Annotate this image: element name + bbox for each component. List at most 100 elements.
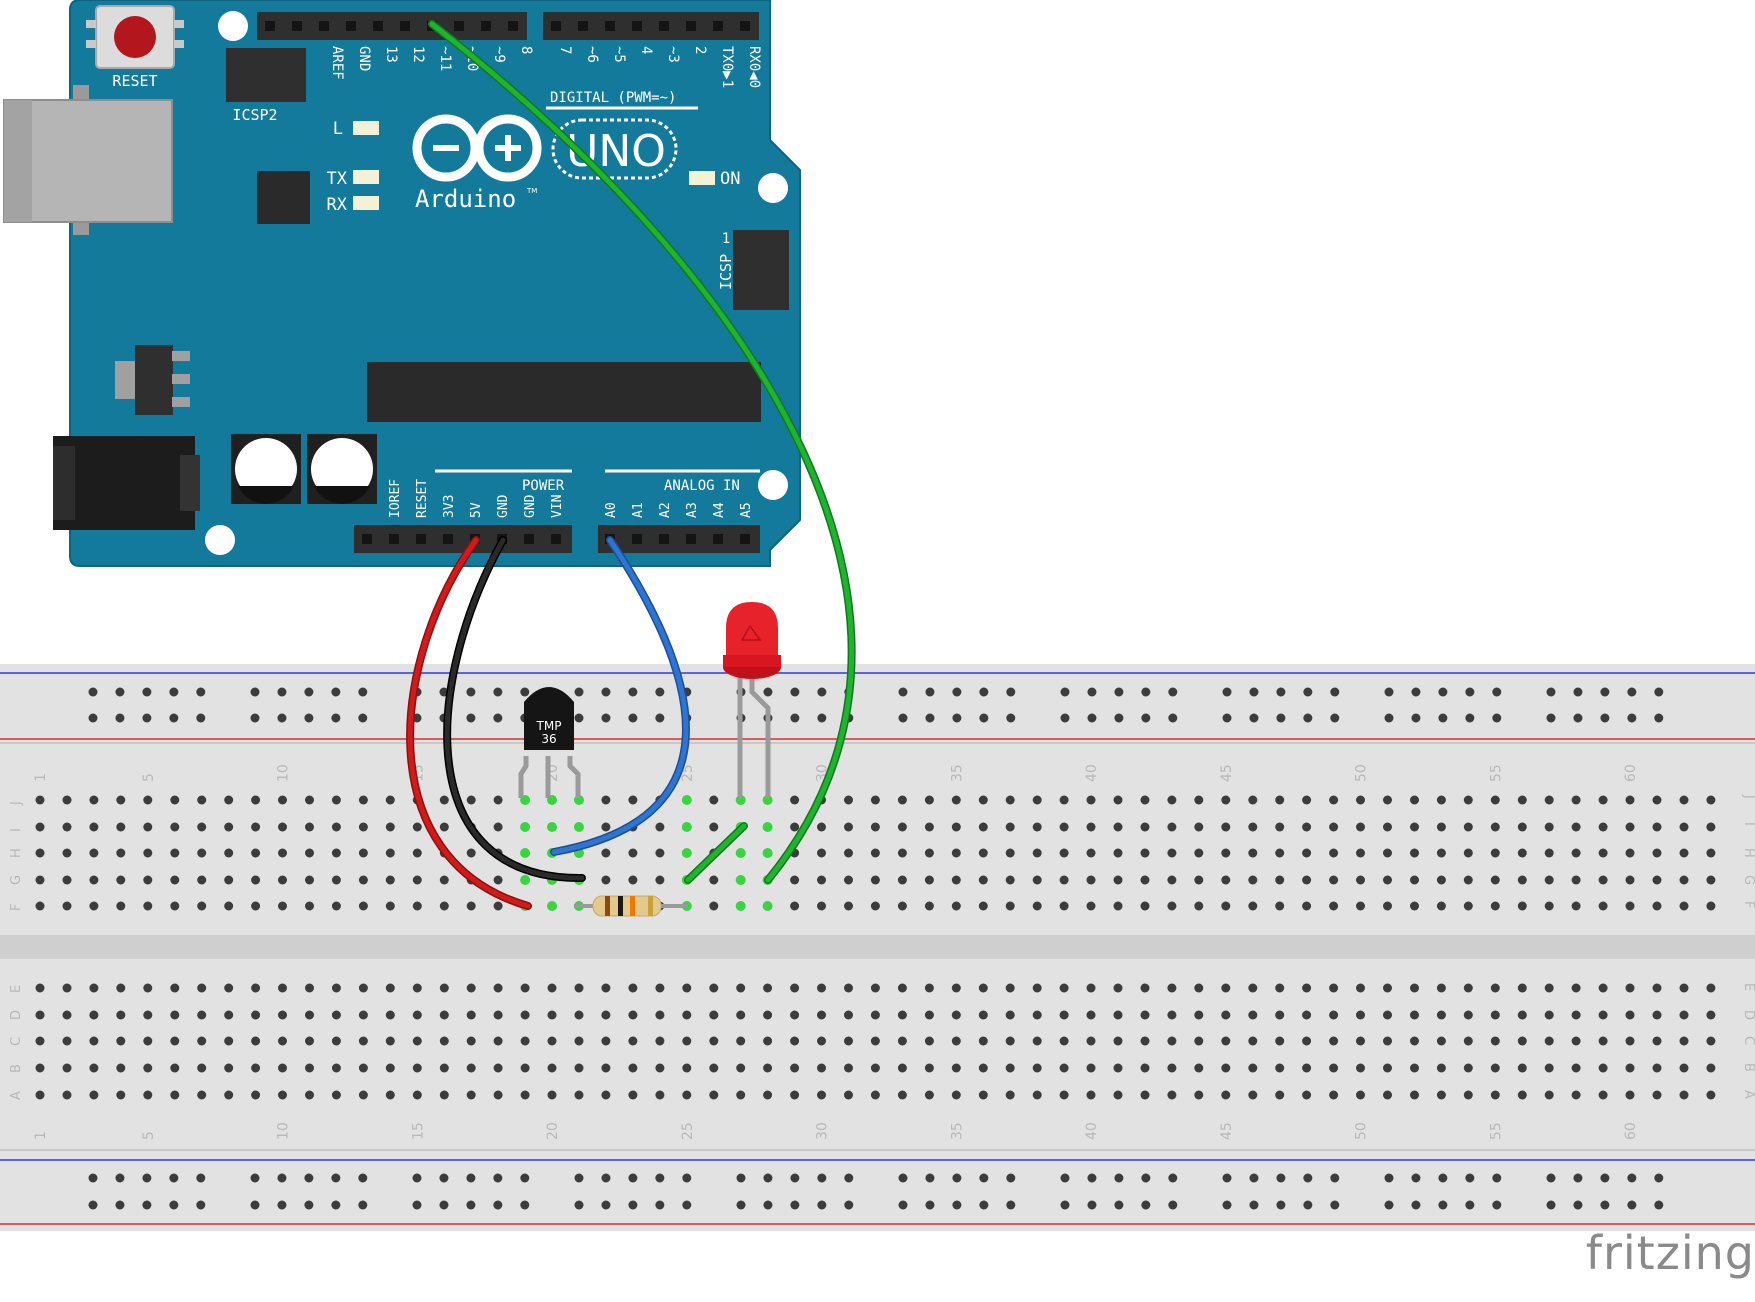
breadboard-hole [1302,1063,1312,1073]
breadboard-hole [1383,822,1392,832]
column-number-top: 45 [1219,764,1235,782]
breadboard-hole [1194,1010,1204,1020]
rail-hole [1600,713,1610,723]
breadboard-hole [1679,901,1689,911]
rail-hole [790,1200,800,1210]
breadboard-hole [305,1090,314,1100]
header-socket [551,21,561,31]
row-letter-left: H [9,848,24,858]
capacitor [231,434,301,504]
breadboard-hole [1598,1063,1608,1073]
rail-hole [250,1200,260,1210]
breadboard-hole [1598,983,1608,993]
reset-button[interactable] [86,5,184,69]
breadboard-hole [1436,822,1446,832]
breadboard-hole [1113,901,1123,911]
breadboard-hole [1571,822,1581,832]
breadboard-hole [251,1036,261,1046]
logo-brand-text: Arduino [415,185,516,213]
top-pin-label: ~6 [584,46,600,63]
breadboard-hole [1059,795,1069,805]
breadboard-hole [870,1090,880,1100]
rail-hole [196,713,206,723]
breadboard-hole [520,1090,530,1100]
breadboard-hole [1679,1063,1689,1073]
breadboard-hole [1544,1090,1554,1100]
usb-chip [257,171,310,224]
breadboard-hole [1005,983,1015,993]
breadboard-hole [1410,795,1419,805]
column-number-top: 10 [276,764,292,782]
power-header [354,525,572,553]
breadboard-hole [331,901,341,911]
rail-hole [1546,1200,1556,1210]
breadboard-hole [1167,1090,1177,1100]
icsp-header [733,230,789,310]
breadboard-hole [736,1090,746,1100]
breadboard-hole [1436,875,1446,885]
breadboard-hole [790,1036,800,1046]
rail-hole [1222,713,1232,723]
breadboard-hole [1679,822,1689,832]
breadboard-hole [385,822,395,832]
breadboard-hole [1059,822,1069,832]
row-letter-right: E [1741,983,1755,991]
analog-pin-label: A0 [604,502,619,518]
breadboard-hole [951,875,961,885]
breadboard-hole [385,1010,395,1020]
rail-hole [1654,1200,1664,1210]
breadboard-hole [1005,795,1015,805]
rail-hole [790,713,800,723]
breadboard-hole [1248,901,1258,911]
breadboard-hole [116,901,126,911]
connected-hole [520,848,531,858]
rail-hole [1492,687,1502,697]
breadboard-hole [224,901,234,911]
row-letter-right: F [1741,901,1755,908]
breadboard-hole [1275,848,1285,858]
rail-hole [736,1173,746,1183]
rail-hole [331,687,341,697]
breadboard-hole [385,875,395,885]
rail-hole [628,713,638,723]
rail-hole [898,713,908,723]
breadboard-hole [790,822,800,832]
rail-hole [952,1173,962,1183]
header-socket [443,534,453,544]
column-number-bottom: 5 [141,1131,157,1140]
breadboard-hole [1356,795,1365,805]
breadboard-hole [116,1010,126,1020]
column-number-top: 55 [1488,764,1504,782]
breadboard-hole [1652,875,1662,885]
rail-hole [1438,687,1448,697]
breadboard-hole [1032,795,1042,805]
header-socket [659,534,669,544]
breadboard-hole [143,1063,153,1073]
rail-hole [1114,1173,1124,1183]
breadboard-hole [1598,795,1608,805]
breadboard-hole [844,1036,853,1046]
breadboard-hole [1383,848,1392,858]
breadboard-hole [1329,1010,1339,1020]
rail-hole [250,1173,260,1183]
breadboard-hole [924,875,934,885]
breadboard-hole [143,795,153,805]
rail-hole [1168,1200,1178,1210]
rail-hole [466,713,476,723]
header-socket [632,21,642,31]
breadboard-hole [1275,1036,1285,1046]
rail-hole [736,1200,746,1210]
breadboard-hole [1436,1036,1446,1046]
breadboard-hole [1436,1010,1446,1020]
breadboard-hole [1302,1090,1312,1100]
header-socket [713,534,723,544]
rail-hole [1384,687,1394,697]
led-l-label: L [333,119,343,139]
breadboard-hole [278,848,287,858]
breadboard-hole [870,1036,880,1046]
breadboard-hole [358,901,368,911]
breadboard-hole [817,875,826,885]
breadboard-hole [1490,901,1500,911]
mounting-hole [218,11,248,41]
analog-pin-label: A5 [739,502,754,518]
